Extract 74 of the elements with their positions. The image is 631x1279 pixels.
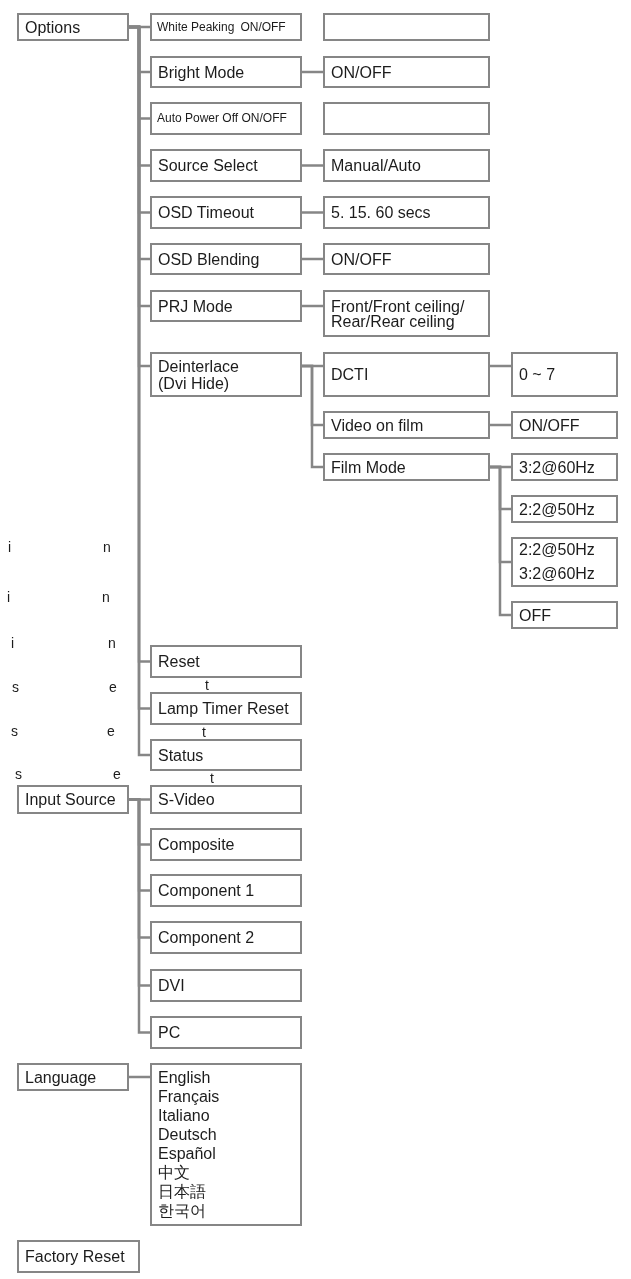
menu-box: 3:2@60Hz (511, 453, 618, 481)
connector-line (490, 465, 511, 617)
menu-box: PC (150, 1016, 302, 1049)
stray-letter: e (109, 681, 117, 694)
menu-box: OFF (511, 601, 618, 629)
stray-letter: n (102, 591, 110, 604)
menu-box: 2:2@50Hz (511, 495, 618, 523)
menu-box: OSD Blending (150, 243, 302, 275)
menu-box: Front/Front ceiling/ Rear/Rear ceiling (323, 290, 490, 337)
stray-letter: n (108, 637, 116, 650)
stray-letter: t (210, 772, 214, 785)
menu-box (150, 13, 302, 41)
list-box (150, 1063, 302, 1226)
menu-box: Deinterlace (Dvi Hide) (150, 352, 302, 397)
stray-letter: s (12, 681, 19, 694)
connector-line (302, 70, 323, 74)
stray-letter: s (15, 768, 22, 781)
stray-letter: e (107, 725, 115, 738)
menu-box: Bright Mode (150, 56, 302, 88)
menu-box: Status (150, 739, 302, 771)
menu-box: Auto Power Off ON/OFF (150, 102, 302, 135)
connector-line (490, 423, 511, 427)
connector-line (302, 211, 323, 214)
menu-box: Video on film (323, 411, 490, 439)
language-label: Italiano (158, 1106, 210, 1125)
connector-line (302, 364, 323, 469)
language-label: Español (158, 1144, 216, 1163)
connector-line (302, 304, 323, 308)
menu-box: ON/OFF (511, 411, 618, 439)
menu-box: DCTI (323, 352, 490, 397)
value-label: ON/OFF (240, 18, 286, 36)
language-label: 日本語 (158, 1182, 206, 1201)
menu-box: PRJ Mode (150, 290, 302, 322)
menu-box: Composite (150, 828, 302, 861)
stray-letter: i (7, 591, 11, 604)
stray-letter: n (103, 541, 111, 554)
stray-letter: e (113, 768, 121, 781)
menu-box: Component 1 (150, 874, 302, 907)
language-label: Français (158, 1087, 220, 1106)
menu-box: Input Source (17, 785, 129, 814)
menu-box: 0 ~ 7 (511, 352, 618, 397)
stray-letter: t (202, 726, 206, 739)
language-label: 한국어 (158, 1201, 206, 1220)
connector-line (129, 1075, 150, 1079)
menu-box: Language (17, 1063, 129, 1091)
stray-letter: i (11, 637, 15, 650)
connector-line (302, 164, 323, 167)
menu-box: Manual/Auto (323, 149, 490, 182)
stray-letter: t (205, 679, 209, 692)
menu-box: Options (17, 13, 129, 41)
menu-box: Source Select (150, 149, 302, 182)
menu-box: Reset (150, 645, 302, 678)
menu-box: OSD Timeout (150, 196, 302, 229)
stray-letter: s (11, 725, 18, 738)
connector-line (302, 257, 323, 261)
menu-box: DVI (150, 969, 302, 1002)
language-label: English (158, 1068, 211, 1087)
menu-box: Component 2 (150, 921, 302, 954)
empty-box (323, 102, 490, 135)
menu-box: Film Mode (323, 453, 490, 481)
menu-label: White Peaking (157, 18, 235, 36)
menu-box: S-Video (150, 785, 302, 814)
menu-box: ON/OFF (323, 56, 490, 88)
stray-letter: i (8, 541, 12, 554)
connector-line (490, 364, 511, 368)
empty-box (323, 13, 490, 41)
menu-box: Lamp Timer Reset (150, 692, 302, 725)
language-label: Deutsch (158, 1125, 217, 1144)
menu-box: 2:2@50Hz 3:2@60Hz (511, 537, 618, 587)
menu-box: Factory Reset (17, 1240, 140, 1273)
menu-box: ON/OFF (323, 243, 490, 275)
menu-box: 5. 15. 60 secs (323, 196, 490, 229)
language-label: 中文 (158, 1163, 190, 1182)
connector-line (129, 798, 150, 1034)
